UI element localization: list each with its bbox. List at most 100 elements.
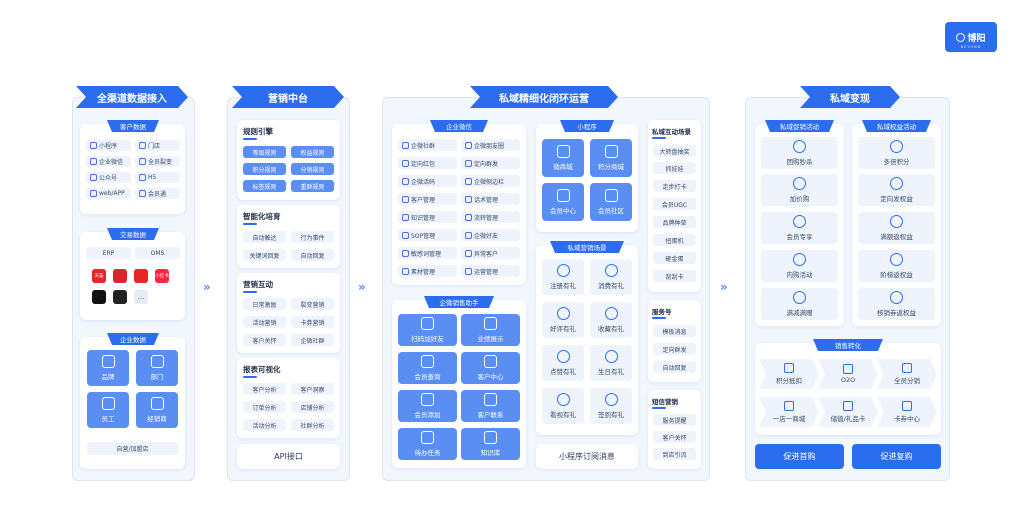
chip-wecom-8: 知识管理 [398,211,457,223]
flow-arrow-1: » [203,280,211,294]
tile-assistant-5: 客户联系 [461,390,520,422]
tile-assistant-7: 知识库 [461,428,520,460]
card-smart-nurture: 智能化培育 自动触达 行为事件 关键词回复 自动回复 [237,205,340,268]
like-icon [556,350,570,363]
flow-arrow-3: » [720,280,728,294]
card-enterprise-data: 企业数据 品牌 部门 员工 经销商 自营/加盟店 [80,337,185,469]
card-sms-marketing: 短信营销 服务提醒 客户关怀 到店引流 [648,390,701,469]
fission-icon [139,158,146,165]
chip-customer-0: 小程序 [86,140,131,151]
chip-smart-3: 自动回复 [291,249,334,261]
tile-scene-1: 消费有礼 [590,259,632,295]
chip-customer-6: web/APP [86,188,131,199]
chip-customer-2: 企业微信 [86,156,131,167]
group-icon [402,141,409,149]
knowledge-icon [402,213,409,221]
o2o-icon [843,364,853,374]
xiaohongshu-app-icon: 小红书 [155,269,169,283]
chip-iscene-4: 品牌种草 [653,216,696,228]
material-icon [402,267,409,275]
title-marketing-interaction: 营销互动 [243,280,273,293]
title-service-account: 服务号 [652,308,672,319]
operation-icon [465,267,472,275]
chip-rule-1: 权益规则 [291,146,334,158]
card-sales-conversion: 销售转化 积分抵扣 O2O 全员分销 一店一商城 储值/礼品卡 卡券中心 [755,343,941,435]
promote-first-purchase-button: 促进首购 [755,444,844,469]
register-icon [556,264,570,277]
chip-interact-1: 裂变营销 [291,298,334,310]
chip-wecom-5: 企微侧边栏 [461,175,520,187]
customer-center-icon [484,355,497,368]
tile-assistant-0: 扫码加好友 [398,314,457,346]
title-rules-engine: 规则引擎 [243,127,273,140]
column-title-marketing-platform: 营销中台 [232,86,344,108]
thumb-app-icon [134,269,148,283]
step-convert-5: 卡券中心 [877,397,937,427]
chip-customer-3: 全员裂变 [135,156,180,167]
tile-dealer: 经销商 [136,392,178,428]
chip-rule-0: 等级规则 [243,146,286,158]
chip-wecom-6: 客户管理 [398,193,457,205]
step-convert-0: 积分抵扣 [759,359,819,389]
tile-promo-3: 内购活动 [761,250,838,282]
gift-icon [890,215,903,228]
chip-oms: OMS [135,247,180,259]
card-marketing-interaction: 营销互动 日常激励 裂变营销 活动营销 卡券营销 客户关怀 企微社群 [237,273,340,353]
chip-wecom-14: 素材管理 [398,265,457,277]
chip-erp: ERP [86,247,131,259]
flow-arrow-2: » [358,280,366,294]
tile-promo-1: 加价购 [761,174,838,206]
points-mall-icon [604,145,618,158]
chip-service-2: 自动回复 [653,361,696,373]
chip-service-1: 定向群发 [653,343,696,355]
tile-rights-1: 定向发权益 [858,174,935,206]
chip-customer-4: 公众号 [86,172,131,183]
app-icon-black [113,290,127,304]
shop-icon [556,145,570,158]
member-add-icon [421,393,434,406]
video-icon [556,393,570,406]
chip-report-1: 客户洞察 [291,383,334,395]
step-convert-4: 储值/礼品卡 [818,397,878,427]
bag-icon [793,253,806,266]
chip-wecom-9: 流转管理 [461,211,520,223]
chip-customer-7: 会员通 [135,188,180,199]
friend-icon [465,231,472,239]
mini-program-subscribe: 小程序订阅消息 [536,444,638,469]
tile-assistant-2: 会员查询 [398,352,457,384]
tab-enterprise-data: 企业数据 [107,333,159,345]
step-convert-2: 全员分销 [877,359,937,389]
member-search-icon [421,355,434,368]
chip-rule-3: 分销规则 [291,163,334,175]
member-icon [139,190,146,197]
brand-logo: 博阳 BEYOND [945,22,997,52]
warning-icon [465,249,472,257]
tag-icon [793,140,806,153]
tile-scene-4: 点赞有礼 [542,345,584,381]
crown-icon [101,355,115,368]
tile-scene-6: 看视有礼 [542,388,584,424]
tab-marketing-scenes: 私域营销场景 [550,241,624,253]
chip-interact-3: 卡券营销 [291,316,334,328]
diamond-icon [793,215,806,228]
card-mini-program: 小程序 微商城 积分商城 会员中心 会员社区 [536,124,638,232]
card-report-visualization: 报表可视化 客户分析 客户洞察 订单分析 店铺分析 活动分析 社群分析 [237,358,340,438]
chip-wecom-2: 定向红包 [398,157,457,169]
chip-interact-4: 客户关怀 [243,334,286,346]
title-sms-marketing: 短信营销 [652,398,678,409]
promote-repurchase-button: 促进复购 [852,444,941,469]
card-service-account: 服务号 模板消息 定向群发 自动回复 [648,300,701,382]
tmall-app-icon: 天猫 [92,269,106,283]
customer-icon [402,195,409,203]
chip-wecom-12: 敏感词管理 [398,247,457,259]
document-icon [890,177,903,190]
tile-mini-1: 积分商城 [590,139,632,177]
card-customer-data: 客户数据 小程序 门店 企业微信 全员裂变 公众号 H5 web/APP 会员通 [80,124,185,214]
chip-report-3: 店铺分析 [291,401,334,413]
qrcode-icon [402,177,409,185]
chip-service-0: 模板消息 [653,325,696,337]
sensitive-word-icon [402,249,409,257]
tile-scene-7: 签到有礼 [590,388,632,424]
step-convert-3: 一店一商城 [759,397,819,427]
tile-scene-2: 好评有礼 [542,302,584,338]
